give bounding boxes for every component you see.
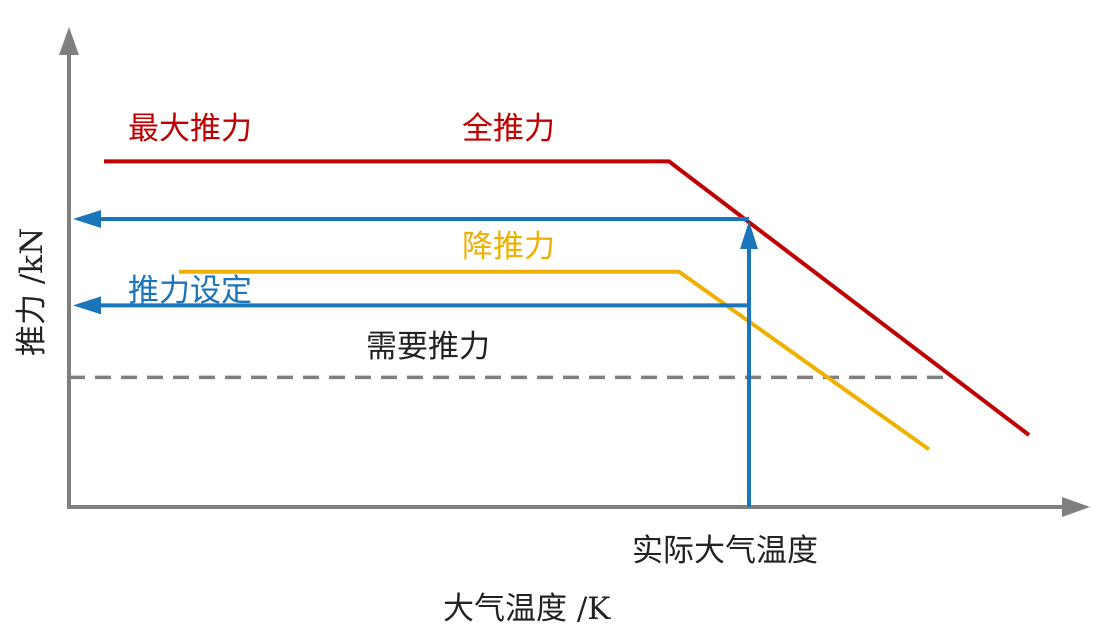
series-derated-thrust-line bbox=[179, 269, 931, 452]
y-axis-arrow bbox=[59, 27, 79, 55]
y-axis-label: 推力 /kN bbox=[14, 228, 50, 356]
label-actual-temp: 实际大气温度 bbox=[632, 533, 818, 569]
label-thrust-setting: 推力设定 bbox=[128, 273, 252, 309]
actual-temp-up-arrow bbox=[740, 221, 758, 249]
series-max-thrust-line bbox=[104, 159, 1031, 437]
label-full-thrust: 全推力 bbox=[462, 111, 555, 147]
x-axis-arrow bbox=[1062, 497, 1090, 517]
label-derated-thrust: 降推力 bbox=[462, 229, 555, 265]
legend-max-thrust: 最大推力 bbox=[128, 111, 252, 147]
full-thrust-left-arrow bbox=[73, 210, 101, 228]
thrust-setting-left-arrow bbox=[73, 296, 101, 315]
label-required-thrust: 需要推力 bbox=[366, 329, 490, 365]
x-axis-label: 大气温度 /K bbox=[443, 591, 611, 627]
